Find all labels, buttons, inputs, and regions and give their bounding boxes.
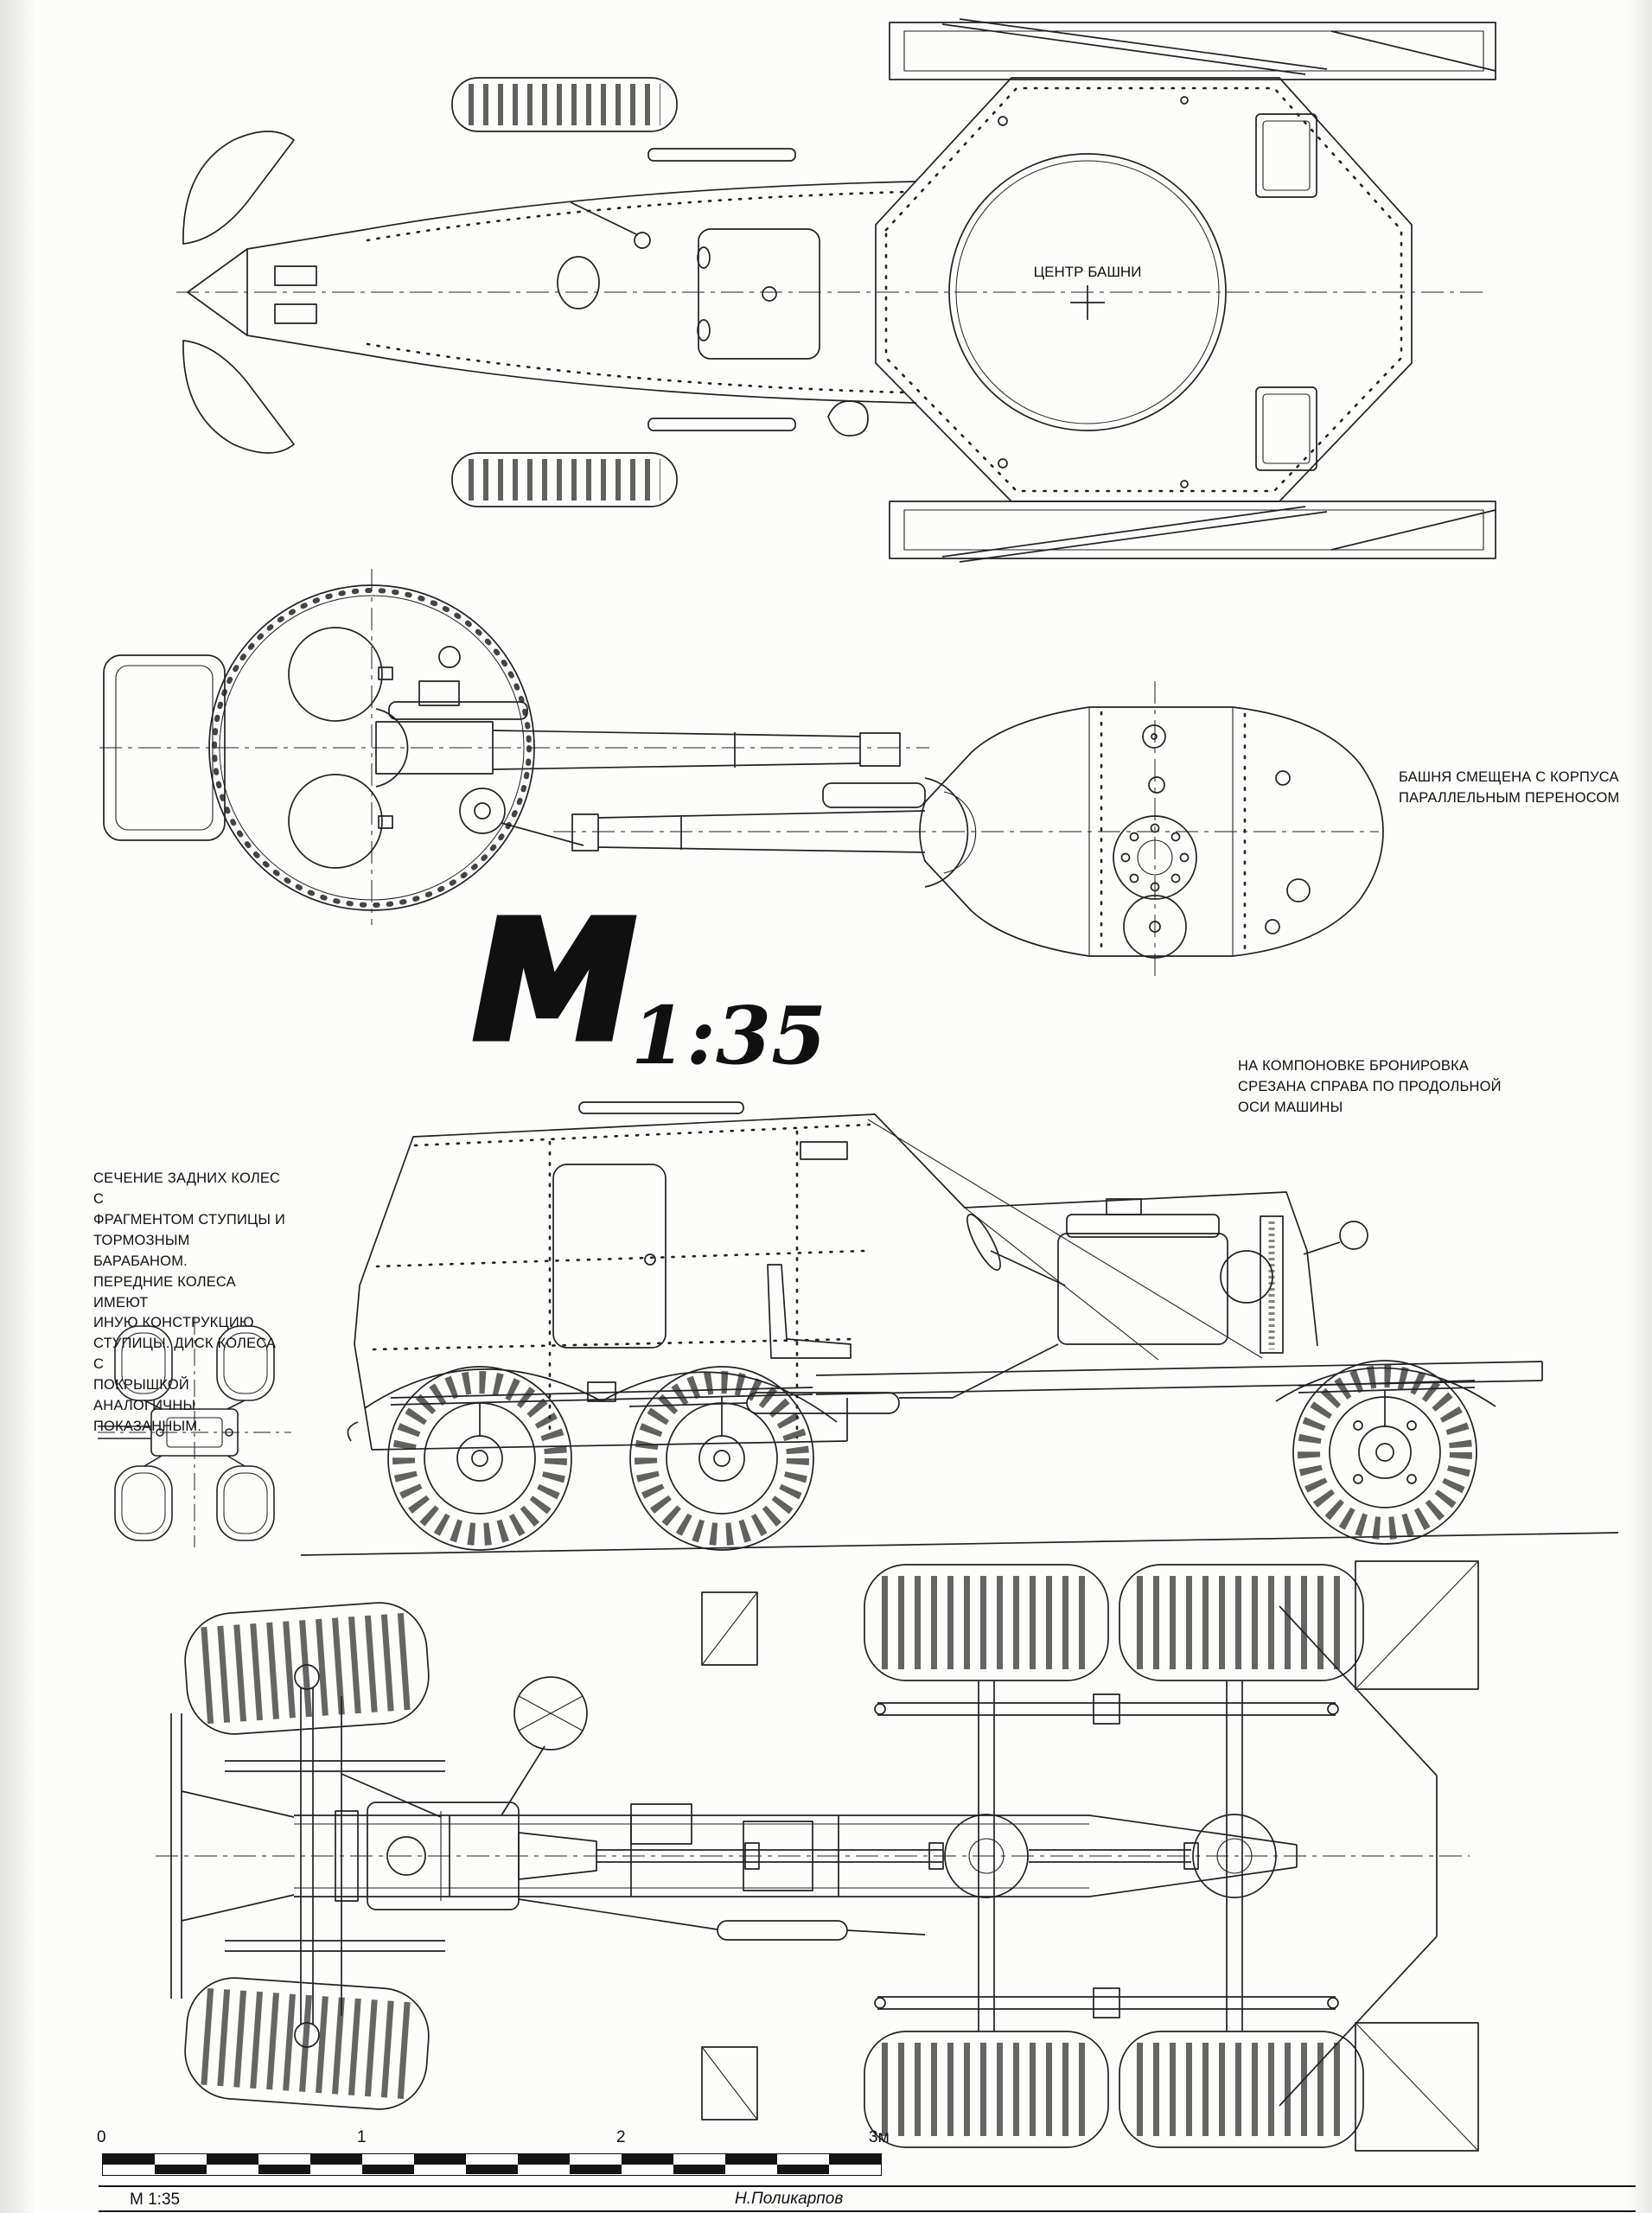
page-edge-shade-right <box>1626 0 1652 2213</box>
side-door <box>552 1164 667 1349</box>
driver-visor-2 <box>274 303 317 324</box>
footer-scale-label: М 1:35 <box>130 2191 181 2209</box>
turret-offset-view-drawing <box>553 681 1384 982</box>
front-tire-left <box>184 1602 430 1735</box>
note-line: ОСИ МАШИНЫ <box>1238 1099 1343 1115</box>
rear-hull-outline <box>1279 1560 1479 2152</box>
footer-author: Н.Поликарпов <box>735 2190 844 2208</box>
scale-bar-row-bottom <box>103 2164 881 2174</box>
note-line: СРЕЗАНА СПРАВА ПО ПРОДОЛЬНОЙ <box>1238 1078 1502 1094</box>
rear-axles <box>944 1680 1277 2031</box>
page-edge-shade-left <box>0 0 36 2213</box>
bow-mg <box>570 201 651 249</box>
hull-side-outline <box>354 1101 1318 1451</box>
scale-tick-label: 0 <box>97 2128 106 2146</box>
turret-roof-fittings <box>1113 724 1311 959</box>
note-line: ТОРМОЗНЫМ БАРАБАНОМ. <box>93 1232 190 1269</box>
exhaust <box>628 1343 1059 1414</box>
turret-hatch-bottom <box>288 774 383 869</box>
chassis-plan-drawing <box>156 1560 1479 2152</box>
note-layout-cutaway: НА КОМПОНОВКЕ БРОНИРОВКА СРЕЗАНА СПРАВА … <box>1238 1056 1502 1119</box>
roof-hatch <box>697 228 820 360</box>
exhaust-plan <box>518 1898 926 1941</box>
hub-and-brake-drum <box>98 1400 246 1467</box>
turret-body-outline <box>919 706 1384 957</box>
driver-hatch <box>557 256 600 309</box>
driver-seat <box>767 1264 852 1359</box>
driver-visor <box>274 265 317 286</box>
note-line: БАШНЯ СМЕЩЕНА С КОРПУСА <box>1399 769 1619 785</box>
ground-line <box>300 1532 1619 1556</box>
turret-bustle <box>103 654 226 841</box>
footer-rule-bottom <box>99 2210 1636 2212</box>
note-line: ПАРАЛЛЕЛЬНЫМ ПЕРЕНОСОМ <box>1399 789 1620 806</box>
scale-tick-label: 3м <box>869 2128 890 2146</box>
radiator <box>1260 1215 1284 1354</box>
headlight-bracket <box>1303 1241 1341 1255</box>
hull-outline <box>187 181 917 404</box>
rear-deck <box>875 77 1413 502</box>
door-handle <box>644 1253 656 1266</box>
front-fender-top <box>182 131 295 245</box>
note-line: ПЕРЕДНИЕ КОЛЕСА ИМЕЮТ <box>93 1273 236 1311</box>
turret-hatch-top <box>288 627 383 722</box>
note-line: ФРАГМЕНТОМ СТУПИЦЫ И <box>93 1211 286 1228</box>
front-tire-top <box>451 77 678 132</box>
steering-wheel-plan <box>501 1676 588 1816</box>
rear-fender-bottom <box>889 501 1496 563</box>
suspension <box>390 1380 1476 1436</box>
turret-plan-view-drawing <box>99 569 929 925</box>
turret-ring-plan <box>208 584 535 911</box>
front-springs <box>225 1760 445 1952</box>
hull-top-view-drawing: ЦЕНТР БАШНИ <box>176 18 1496 563</box>
note-line: НА КОМПОНОВКЕ БРОНИРОВКА <box>1238 1058 1470 1074</box>
scale-tick-label: 2 <box>616 2128 626 2146</box>
engine <box>1057 1198 1273 1345</box>
rear-springs <box>874 1693 1339 2018</box>
logo-scale-text: 1:35 <box>631 989 826 1082</box>
headlight <box>1339 1221 1368 1250</box>
front-tire-bottom <box>451 452 678 507</box>
scale-bar-checker <box>102 2153 882 2176</box>
side-plates <box>701 1591 758 2121</box>
footer-rule-top <box>99 2185 1636 2187</box>
running-board-top <box>647 148 796 162</box>
logo-letter-m: М <box>474 887 635 1076</box>
scale-tick-label: 1 <box>357 2128 367 2146</box>
running-board-bottom <box>647 418 796 431</box>
scale-bar-row-top <box>103 2154 881 2165</box>
pistol-port <box>827 400 869 437</box>
front-fender-bottom <box>182 340 295 454</box>
scale-logo: М 1:35 <box>470 883 827 1083</box>
hatch-hinge-2 <box>378 815 393 829</box>
cutaway-edge <box>867 1119 1263 1359</box>
rear-fender-top <box>889 18 1496 80</box>
main-gun <box>375 701 901 788</box>
tire-sections <box>114 1325 275 1541</box>
turret-center-cross <box>1070 285 1105 320</box>
rear-tires <box>864 1564 1364 2148</box>
front-bumper <box>170 1713 295 1999</box>
note-turret-offset: БАШНЯ СМЕЩЕНА С КОРПУСА ПАРАЛЛЕЛЬНЫМ ПЕР… <box>1399 768 1619 809</box>
gun-sight <box>418 646 461 706</box>
vision-slit <box>800 1141 848 1160</box>
engine-plan <box>335 1802 597 1910</box>
battery-box <box>630 1803 692 1845</box>
steering-wheel-side <box>966 1214 1066 1286</box>
hatch-hinge <box>378 666 393 680</box>
note-wheel-section: СЕЧЕНИЕ ЗАДНИХ КОЛЕС С ФРАГМЕНТОМ СТУПИЦ… <box>93 1169 288 1438</box>
turret-ring <box>948 153 1227 431</box>
driveline <box>596 1821 1199 1891</box>
rear-wheel-2 <box>629 1366 814 1551</box>
coaxial-mg <box>459 788 584 846</box>
note-line: СТУПИЦЫ. ДИСК КОЛЕСА С <box>93 1336 277 1373</box>
front-axle <box>294 1664 442 2048</box>
tow-hook <box>347 1421 359 1442</box>
wheel-section-drawing <box>98 1317 291 1547</box>
side-view-drawing <box>300 1101 1619 1556</box>
gun-barrel-offset-view <box>571 777 977 888</box>
note-line: СЕЧЕНИЕ ЗАДНИХ КОЛЕС С <box>93 1170 281 1207</box>
front-tire-right <box>184 1977 430 2110</box>
turret-center-label: ЦЕНТР БАШНИ <box>1034 264 1142 280</box>
